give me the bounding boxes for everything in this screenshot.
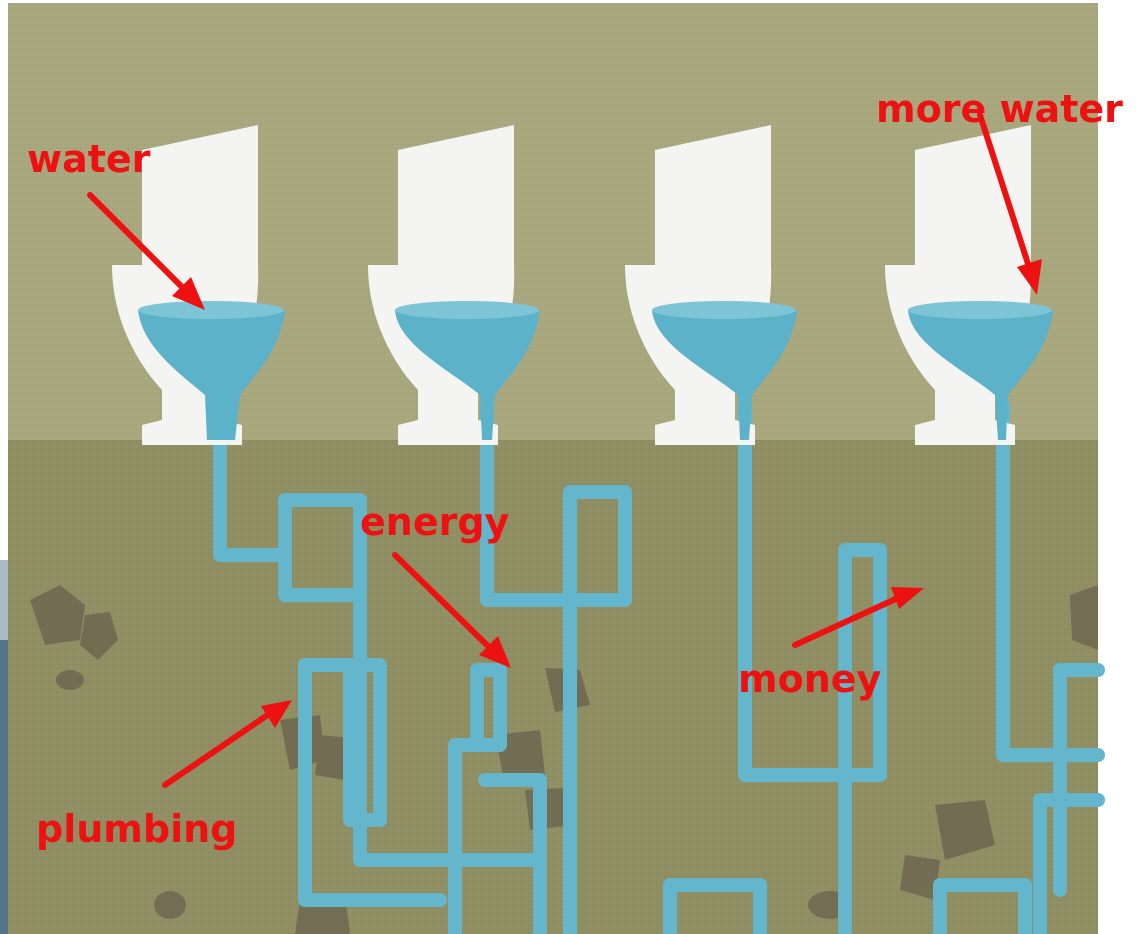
illustration-picture bbox=[8, 3, 1098, 934]
label-energy: energy bbox=[360, 500, 510, 544]
label-money: money bbox=[738, 657, 882, 701]
label-more-water: more water bbox=[876, 87, 1123, 131]
label-plumbing: plumbing bbox=[36, 807, 237, 851]
label-water: water bbox=[27, 137, 151, 181]
